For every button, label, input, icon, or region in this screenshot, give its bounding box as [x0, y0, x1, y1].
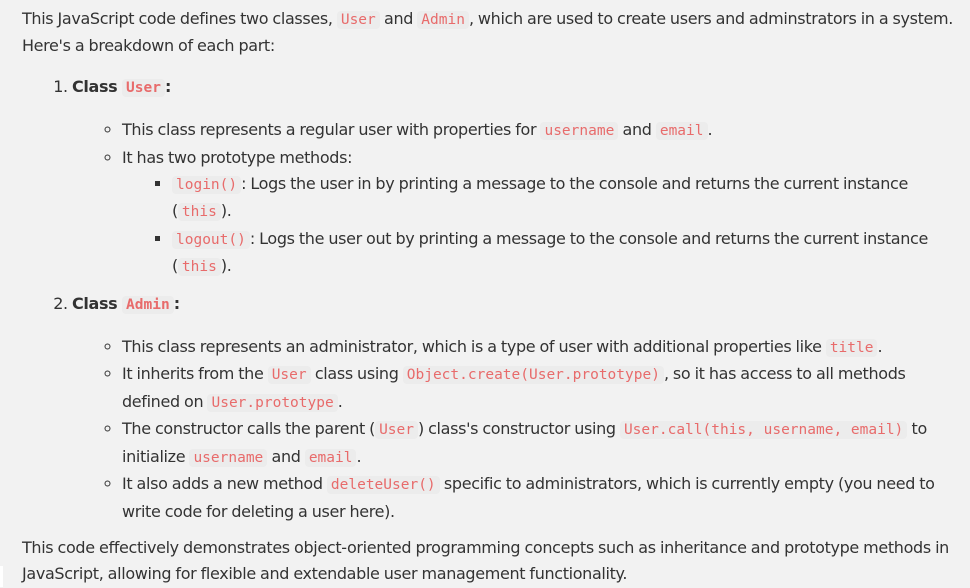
- inline-code-user: User: [375, 421, 418, 440]
- method-item-logout: logout(): Logs the user out by printing …: [172, 226, 962, 281]
- inline-code-user: User: [122, 78, 165, 97]
- inline-code-this: this: [177, 258, 221, 277]
- inline-code-user-call: User.call(this, username, email): [619, 421, 908, 440]
- inline-code-user-prototype: User.prototype: [207, 393, 338, 412]
- left-edge-strip: [0, 566, 3, 587]
- inline-code-user: User: [267, 366, 311, 385]
- inline-code-email: email: [655, 122, 708, 141]
- list-item: It has two prototype methods: login(): L…: [122, 145, 962, 281]
- list-item: This class represents an administrator, …: [122, 334, 962, 361]
- explanation-document: This JavaScript code defines two classes…: [22, 6, 962, 588]
- list-item: The constructor calls the parent (User) …: [122, 416, 962, 471]
- admin-points-list: This class represents an administrator, …: [72, 334, 962, 525]
- section-class-admin: Class Admin: This class represents an ad…: [72, 291, 962, 525]
- list-item: It inherits from the User class using Ob…: [122, 361, 962, 416]
- list-item: This class represents a regular user wit…: [122, 117, 962, 144]
- inline-code-admin: Admin: [122, 295, 174, 314]
- user-points-list: This class represents a regular user wit…: [72, 117, 962, 280]
- inline-code-email: email: [304, 448, 357, 467]
- inline-code-user: User: [336, 11, 380, 29]
- inline-code-logout: logout(): [172, 230, 250, 249]
- methods-list: login(): Logs the user in by printing a …: [122, 171, 962, 281]
- inline-code-object-create: Object.create(User.prototype): [402, 366, 664, 385]
- method-item-login: login(): Logs the user in by printing a …: [172, 171, 962, 226]
- inline-code-this: this: [177, 203, 221, 222]
- section-class-user: Class User: This class represents a regu…: [72, 74, 962, 281]
- inline-code-username: username: [540, 122, 619, 141]
- inline-code-username: username: [189, 448, 268, 467]
- inline-code-delete-user: deleteUser(): [326, 476, 440, 495]
- inline-code-title: title: [825, 339, 878, 358]
- inline-code-login: login(): [172, 176, 242, 195]
- section-heading: Class User:: [72, 76, 172, 97]
- outro-paragraph: This code effectively demonstrates objec…: [22, 537, 949, 584]
- inline-code-admin: Admin: [417, 11, 469, 29]
- intro-paragraph: This JavaScript code defines two classes…: [22, 9, 954, 56]
- class-breakdown-list: Class User: This class represents a regu…: [22, 74, 962, 525]
- section-heading: Class Admin:: [72, 293, 180, 314]
- list-item: It also adds a new method deleteUser() s…: [122, 471, 962, 525]
